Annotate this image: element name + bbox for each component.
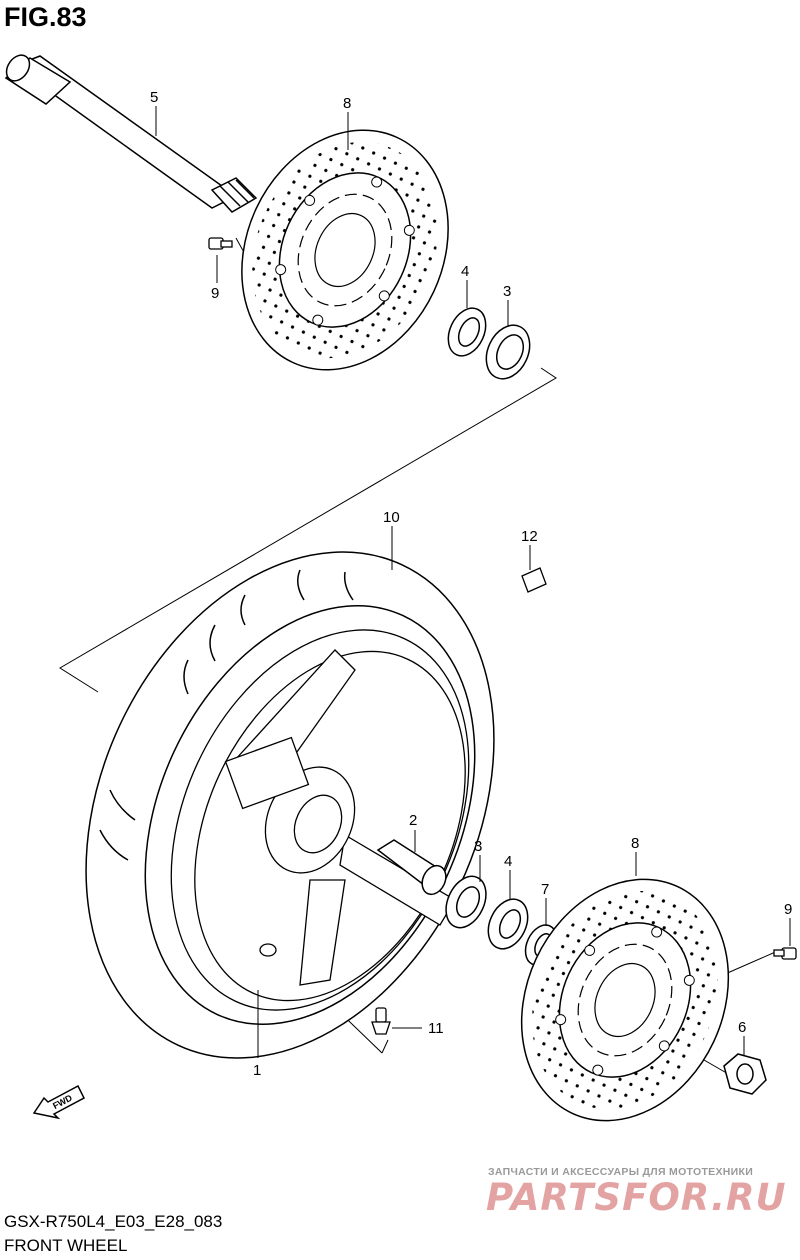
callout-9-bottom: 9 xyxy=(784,901,792,918)
callout-12: 12 xyxy=(521,528,538,545)
callout-5: 5 xyxy=(150,89,158,106)
oil-seal-upper xyxy=(447,307,487,357)
oil-seal-lower xyxy=(487,898,529,950)
disc-bolt-upper xyxy=(208,237,233,250)
section-name: FRONT WHEEL xyxy=(4,1236,128,1255)
watermark-tagline: ЗАПЧАСТИ И АКСЕССУАРЫ ДЛЯ МОТОТЕХНИКИ xyxy=(488,1166,754,1178)
balancer-weight xyxy=(521,567,547,593)
callout-6: 6 xyxy=(738,1019,746,1036)
callout-2: 2 xyxy=(409,812,417,829)
wheel-spacer xyxy=(376,839,447,896)
bearing-upper xyxy=(485,324,531,380)
wheel-rim xyxy=(170,629,470,1011)
bearing-lower xyxy=(445,875,487,929)
callout-9-top: 9 xyxy=(211,285,219,302)
axle-nut xyxy=(723,1053,767,1095)
callout-7: 7 xyxy=(541,881,549,898)
callout-8-top: 8 xyxy=(343,95,351,112)
callout-8-bottom: 8 xyxy=(631,835,639,852)
callout-3-bottom: 3 xyxy=(474,838,482,855)
callout-1: 1 xyxy=(253,1062,261,1079)
tire-valve xyxy=(371,1007,391,1035)
model-code: GSX-R750L4_E03_E28_083 xyxy=(4,1212,223,1231)
figure-title: FIG.83 xyxy=(4,2,87,32)
callout-numbers: 5 8 9 4 3 10 12 2 3 4 7 8 9 6 11 1 xyxy=(150,89,792,1079)
callout-10: 10 xyxy=(383,509,400,526)
callout-4-top: 4 xyxy=(461,263,469,280)
watermark-logo: PARTSFOR.RU xyxy=(486,1176,787,1219)
front-axle xyxy=(4,54,258,213)
disc-bolt-lower xyxy=(773,947,797,960)
brake-disc-lower xyxy=(520,878,730,1122)
callout-11: 11 xyxy=(428,1020,444,1037)
callout-3-top: 3 xyxy=(503,283,511,300)
fwd-arrow-icon: FWD xyxy=(32,1084,85,1120)
callout-4-bottom: 4 xyxy=(504,853,512,870)
brake-disc-upper xyxy=(241,129,449,371)
leader-lines xyxy=(155,106,791,1058)
